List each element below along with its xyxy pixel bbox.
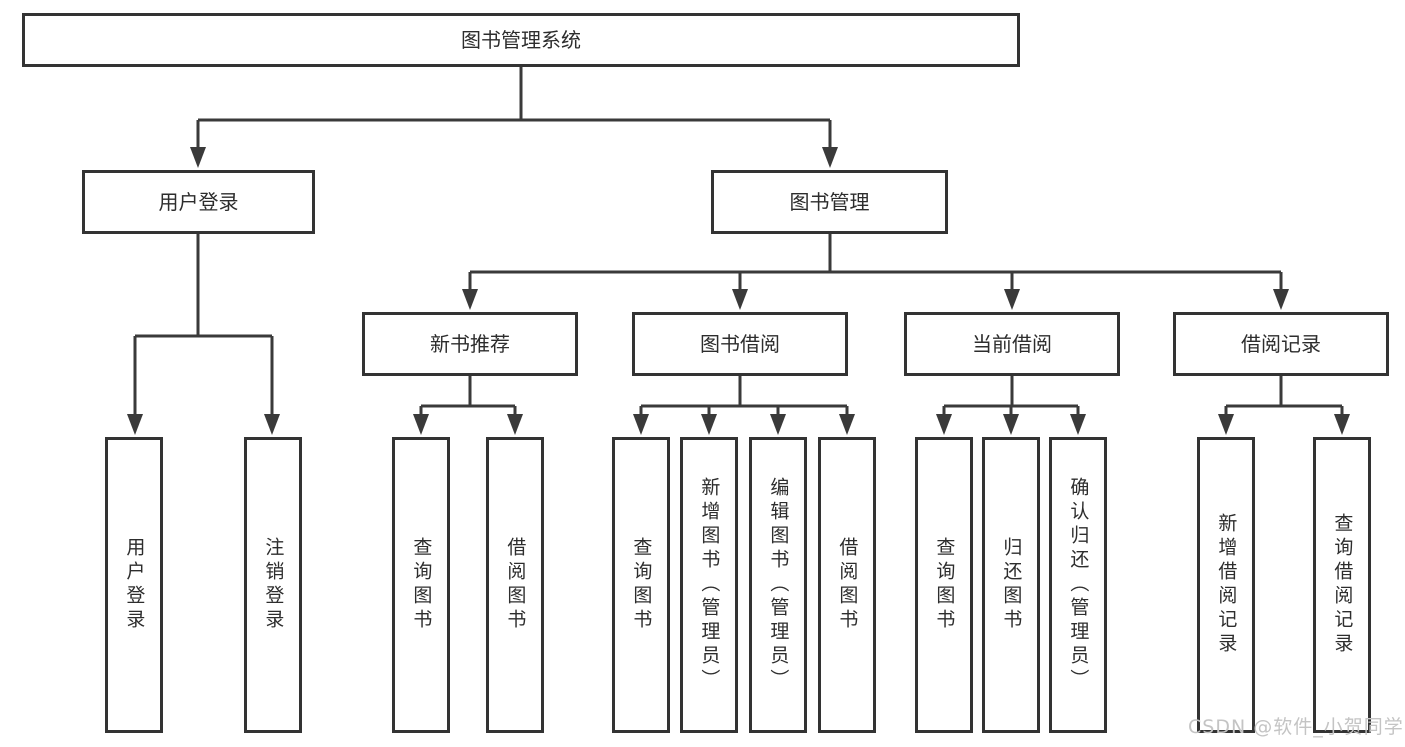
node-leaf-query-borrow-record: 查询借阅记录 (1313, 437, 1371, 733)
connector-current-borrow-children (936, 376, 1086, 435)
node-leaf-edit-books-admin: 编辑图书（管理员） (749, 437, 807, 733)
node-leaf-return-books: 归还图书 (982, 437, 1040, 733)
node-current-borrowing: 当前借阅 (904, 312, 1120, 376)
node-leaf-borrow-books-recommend: 借阅图书 (486, 437, 544, 733)
node-library-system: 图书管理系统 (22, 13, 1020, 67)
connector-new-book-rec-children (413, 376, 523, 435)
node-leaf-borrow-books-borrowing: 借阅图书 (818, 437, 876, 733)
connector-borrow-records-children (1218, 376, 1350, 435)
node-leaf-query-books-borrowing: 查询图书 (612, 437, 670, 733)
node-leaf-add-books-admin: 新增图书（管理员） (680, 437, 738, 733)
node-leaf-add-borrow-record: 新增借阅记录 (1197, 437, 1255, 733)
node-book-borrowing: 图书借阅 (632, 312, 848, 376)
node-user-login: 用户登录 (82, 170, 315, 234)
node-borrowing-records: 借阅记录 (1173, 312, 1389, 376)
node-leaf-logout: 注销登录 (244, 437, 302, 733)
node-leaf-query-books-recommend: 查询图书 (392, 437, 450, 733)
connector-book-mgmt-children (462, 234, 1289, 310)
connector-user-login-children (127, 234, 280, 435)
node-new-book-recommend: 新书推荐 (362, 312, 578, 376)
connector-root-to-level2 (190, 67, 838, 168)
connector-book-borrow-children (633, 376, 855, 435)
node-book-management: 图书管理 (711, 170, 948, 234)
node-leaf-query-books-current: 查询图书 (915, 437, 973, 733)
node-leaf-confirm-return-admin: 确认归还（管理员） (1049, 437, 1107, 733)
csdn-watermark: CSDN @软件_小贺同学 (1188, 716, 1404, 738)
node-leaf-user-login: 用户登录 (105, 437, 163, 733)
